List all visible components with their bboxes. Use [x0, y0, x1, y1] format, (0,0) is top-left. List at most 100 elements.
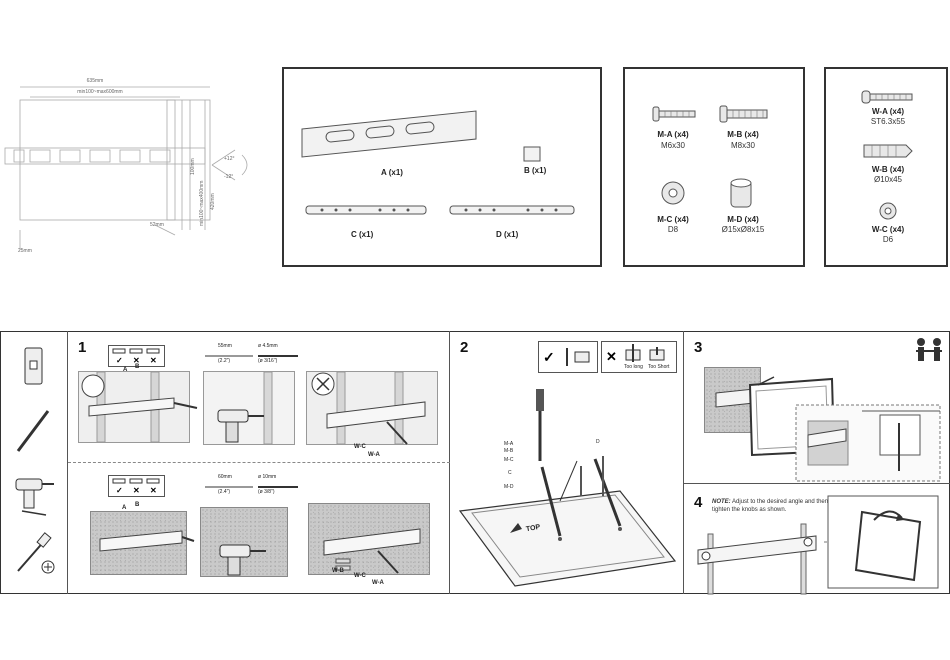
- wall-wb-size: Ø10x45: [873, 175, 903, 184]
- pencil-icon: [16, 410, 50, 452]
- step1-label-b2: B: [135, 502, 140, 508]
- step-2-section: 2 ✓ ✕ Too long Too Short M-A M-B M-C C: [450, 331, 684, 594]
- wood-drill-scene: [203, 371, 295, 445]
- concrete-drill-length: 60mm: [218, 474, 232, 480]
- wall-wc-size: D6: [882, 235, 894, 244]
- step1-label-b: B: [135, 364, 140, 370]
- height-total-label: 420mm: [210, 193, 216, 210]
- step-3-section: 3: [684, 331, 950, 484]
- wall-wa-size: ST6.3x55: [870, 117, 906, 126]
- screw-mb-size: M8x30: [730, 141, 756, 150]
- correct-screw-box: ✓: [538, 341, 598, 373]
- wall-anchors-svg: [861, 90, 913, 220]
- width-range-label: min100~max600mm: [77, 89, 123, 95]
- svg-text:✕: ✕: [150, 356, 157, 365]
- screws-svg: [652, 105, 768, 208]
- check-grid-svg: ✓ ✕ ✕: [112, 348, 160, 365]
- concrete-drill-bit-svg: [205, 486, 298, 488]
- too-long-label: Too long: [624, 364, 643, 370]
- profile-label: 52mm: [150, 222, 164, 228]
- tilt-down-label: -12°: [224, 174, 234, 180]
- concrete-drill-dia-in: (ø 3/8"): [258, 489, 275, 495]
- part-a-label: A (x1): [381, 168, 403, 177]
- dimension-drawing: 635mm min100~max600mm 420mm min100~max40…: [0, 70, 270, 270]
- step1-label-wc2: W-C: [354, 573, 366, 579]
- two-people-icon: [916, 338, 942, 361]
- wall-wb-label: W-B (x4): [871, 165, 905, 174]
- step-3-number: 3: [694, 339, 703, 356]
- screw-ma-size: M6x30: [660, 141, 686, 150]
- wood-fasten-scene: [306, 371, 438, 445]
- svg-text:✓: ✓: [116, 356, 123, 365]
- tools-svg: [15, 347, 55, 574]
- step1-label-wc: W-C: [354, 444, 366, 450]
- step2-label-md: M-D: [504, 484, 514, 490]
- step-1-number: 1: [78, 339, 87, 356]
- concrete-drill-dia: ø 10mm: [258, 474, 277, 480]
- wood-drill-bit-svg: [205, 355, 298, 357]
- correct-screw-svg: ✓: [543, 348, 590, 366]
- drill-into-stud-svg: [217, 371, 273, 445]
- wood-drill-length-in: (2.2"): [218, 358, 231, 364]
- tv-hang-svg: [715, 376, 941, 482]
- wood-drill-dia: ø 4.5mm: [258, 343, 278, 349]
- fasten-bracket-svg: [311, 371, 426, 445]
- tilt-adjust-svg: [697, 495, 939, 595]
- concrete-drill-length-in: (2.4"): [218, 489, 231, 495]
- height-range-label: min100~max400mm: [199, 180, 205, 226]
- too-short-label: Too Short: [648, 364, 670, 370]
- spacer-md-label: M-D (x4): [727, 215, 759, 224]
- wood-stud-bracket-svg: [81, 371, 198, 443]
- part-c-label: C (x1): [351, 230, 374, 239]
- washer-mc-label: M-C (x4): [657, 215, 689, 224]
- wall-wa-label: W-A (x4): [872, 107, 904, 116]
- parts-panel-screws: M-A (x4) M6x30 M-B (x4) M8x30 M-C (x4) D…: [623, 67, 805, 267]
- svg-text:✓: ✓: [543, 349, 555, 365]
- wood-stud-scene-1: [78, 371, 198, 443]
- parts-main-svg: [301, 110, 575, 215]
- step-4-number: 4: [694, 494, 703, 511]
- spacer-md-size: Ø15xØ8x15: [721, 225, 765, 234]
- wood-drill-dia-in: (ø 3/16"): [258, 358, 278, 364]
- drill-icon: [15, 478, 43, 491]
- width-total-label: 635mm: [86, 78, 104, 84]
- part-d-label: D (x1): [496, 230, 519, 239]
- parts-panel-main: A (x1) B (x1) C (x1) D (x1): [282, 67, 602, 267]
- step-4-section: 4 NOTE: Adjust to the desired angle and …: [684, 484, 950, 595]
- step1-label-a: A: [123, 367, 128, 373]
- wrong-screw-svg: ✕: [606, 344, 665, 364]
- step-1-divider: [68, 462, 450, 463]
- washer-mc-size: D8: [667, 225, 679, 234]
- screw-mb-label: M-B (x4): [727, 130, 759, 139]
- note-label: NOTE:: [712, 499, 731, 505]
- step1-label-a2: A: [122, 505, 127, 511]
- svg-text:✓: ✓: [116, 486, 123, 495]
- step2-label-c: C: [508, 470, 512, 476]
- height-small-label: 100mm: [190, 158, 196, 175]
- step-1-section: 1 ✓ ✕ ✕ A B 55mm (2.2") ø 4.5mm (ø 3/16"…: [68, 331, 450, 594]
- wood-drill-length: 55mm: [218, 343, 232, 349]
- step1-label-wa: W-A: [368, 452, 380, 458]
- wood-stud-check-box: ✓ ✕ ✕: [108, 345, 165, 367]
- svg-text:✕: ✕: [133, 356, 140, 365]
- concrete-fasten-svg: [323, 528, 421, 574]
- bracket-dimension-svg: [4, 86, 248, 250]
- step2-label-mb: M-B: [504, 448, 514, 454]
- screw-ma-label: M-A (x4): [657, 130, 689, 139]
- wrong-screw-box: ✕: [601, 341, 677, 373]
- step1-label-wb: W-B: [332, 568, 344, 574]
- step2-label-ma: M-A: [504, 441, 514, 447]
- tools-column: [0, 331, 68, 594]
- svg-text:✕: ✕: [150, 486, 157, 495]
- step-4-note: NOTE: Adjust to the desired angle and th…: [712, 498, 832, 514]
- parts-panel-wall: W-A (x4) ST6.3x55 W-B (x4) Ø10x45 W-C (x…: [824, 67, 948, 267]
- concrete-drill-svg: [219, 544, 266, 576]
- concrete-bracket-svg: [99, 530, 195, 552]
- step-2-number: 2: [460, 339, 469, 356]
- concrete-check-box: ✓ ✕ ✕: [108, 475, 165, 497]
- note-text: Adjust to the desired angle and then tig…: [712, 499, 829, 513]
- step1-label-wa2: W-A: [372, 580, 384, 586]
- concrete-drill-scene: [200, 507, 288, 577]
- tv-back-assembly-svg: [458, 389, 677, 587]
- wall-wc-label: W-C (x4): [871, 225, 905, 234]
